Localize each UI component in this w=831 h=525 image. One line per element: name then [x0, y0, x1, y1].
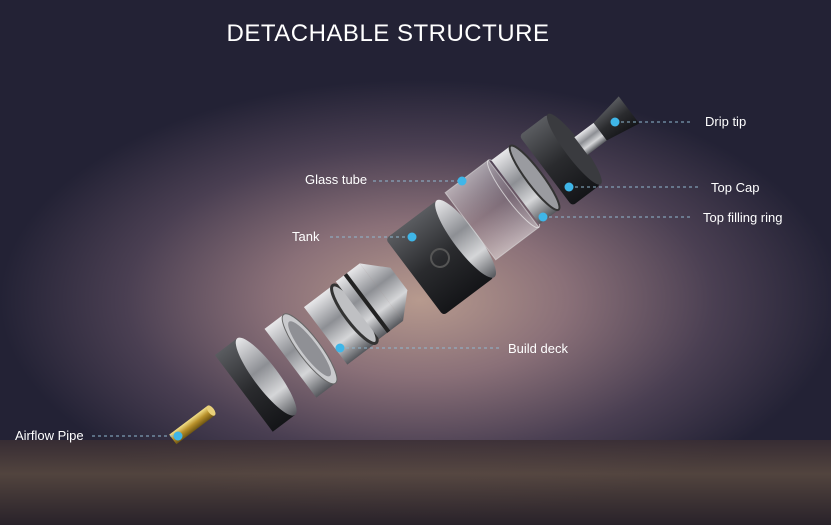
floor-shadow	[0, 440, 831, 525]
label-drip-tip: Drip tip	[705, 114, 747, 129]
top-cap-part	[520, 113, 602, 205]
page-title: DETACHABLE STRUCTURE	[226, 20, 550, 47]
label-top-filling-ring: Top filling ring	[703, 210, 783, 225]
callout-lines	[92, 121, 698, 437]
tank-part	[387, 199, 496, 314]
label-top-cap: Top Cap	[711, 180, 760, 195]
callout-dots	[173, 117, 620, 441]
label-airflow-pipe: Airflow Pipe	[15, 428, 84, 443]
airflow-ring-part	[264, 313, 338, 398]
label-glass-tube: Glass tube	[305, 172, 368, 187]
base-part	[214, 337, 297, 432]
label-build-deck: Build deck	[508, 341, 568, 356]
label-tank: Tank	[292, 229, 320, 244]
chimney-part	[335, 263, 408, 339]
top-filling-ring-part	[491, 144, 561, 225]
